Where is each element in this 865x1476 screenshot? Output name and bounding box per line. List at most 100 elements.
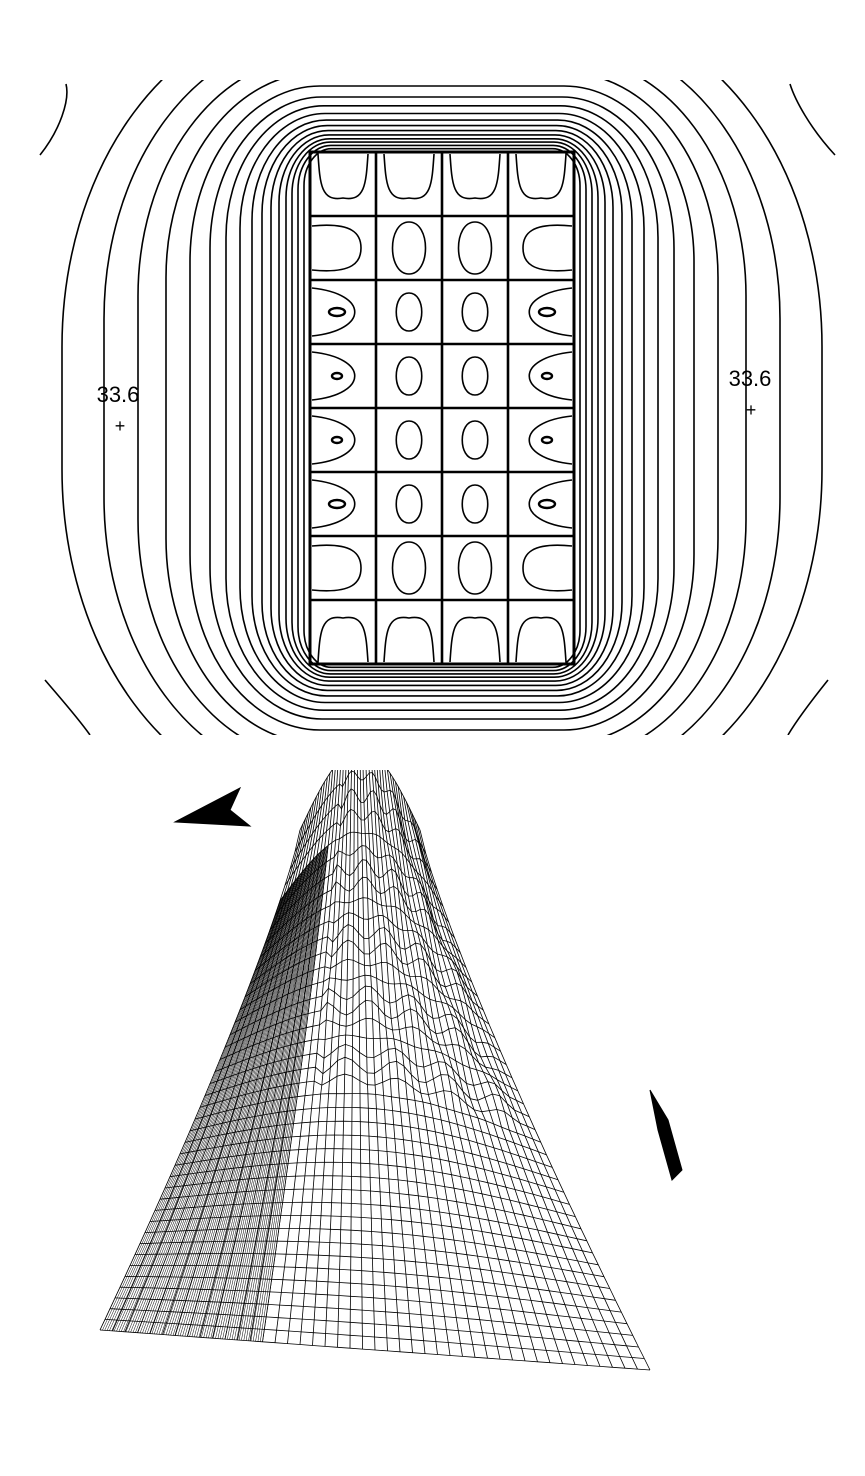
contour-lines <box>39 80 836 735</box>
right-extremum-value: 33.6 <box>729 366 772 391</box>
contour-ring <box>239 112 645 704</box>
flank-hatching <box>142 883 293 1334</box>
right-extremum-marker: + <box>746 400 757 420</box>
flank-hatching <box>170 873 302 1336</box>
flank-hatching <box>109 896 284 1331</box>
cell-contour <box>449 153 501 200</box>
flank-hatching <box>252 847 326 1342</box>
mesh-line-v <box>284 808 438 890</box>
cell-min-contour <box>537 306 557 318</box>
flank-hatching <box>158 877 298 1335</box>
cell-contour <box>515 616 567 663</box>
mesh-line-u <box>356 770 363 1350</box>
contour-ring <box>103 80 781 735</box>
flank-hatching <box>250 848 325 1342</box>
flank-hatching <box>203 861 311 1338</box>
cell-contour <box>515 153 567 200</box>
flank-hatching <box>151 880 296 1334</box>
flank-hatching <box>113 894 285 1332</box>
cell-contour <box>528 415 573 465</box>
flank-hatching <box>128 889 289 1333</box>
contour-ring <box>261 124 623 692</box>
flank-hatching <box>161 876 299 1335</box>
mesh-line-u <box>397 786 551 1363</box>
cell-contour <box>395 484 423 524</box>
cell-min-contour <box>327 306 347 318</box>
cell-contour <box>461 420 489 460</box>
flank-hatching <box>168 874 301 1336</box>
corner-contour <box>44 679 91 735</box>
tile-grid <box>308 150 576 666</box>
surface-edge-tip <box>173 786 252 827</box>
flank-hatching <box>248 848 325 1341</box>
flank-hatching <box>245 849 324 1341</box>
cell-contour <box>317 616 369 663</box>
flank-hatching <box>175 871 303 1336</box>
cell-contour <box>522 544 573 592</box>
mesh-line-v <box>99 1329 651 1371</box>
contour-ring <box>165 80 719 735</box>
flank-hatching <box>186 867 307 1337</box>
flank-hatching <box>224 855 318 1340</box>
cell-contour <box>311 479 356 529</box>
flank-hatching <box>163 875 300 1335</box>
cell-contour <box>391 221 427 275</box>
flank-hatching <box>260 845 328 1342</box>
contour-ring <box>61 80 823 735</box>
flank-hatching <box>184 868 306 1337</box>
mesh-line-v <box>134 1253 610 1289</box>
corner-contour <box>789 83 836 156</box>
cell-contour <box>383 153 435 200</box>
mesh-line-u <box>362 770 388 1351</box>
cell-contour <box>311 224 362 272</box>
contour-ring <box>189 85 695 731</box>
flank-hatching <box>210 859 314 1339</box>
flank-hatching <box>144 883 294 1334</box>
cell-contour <box>528 287 573 337</box>
mesh-line-v <box>104 1319 645 1359</box>
flank-hatching <box>99 900 281 1331</box>
flank-hatching <box>116 894 286 1332</box>
cell-contour <box>395 420 423 460</box>
mesh-line-u <box>359 770 376 1351</box>
cell-contour <box>311 287 356 337</box>
contour-ring <box>303 147 581 669</box>
mesh-line-v <box>294 770 427 854</box>
cell-contour <box>449 616 501 663</box>
flank-hatching <box>194 865 309 1337</box>
contour-ring <box>209 96 675 720</box>
mesh-line-v <box>289 788 432 873</box>
cell-contour <box>311 544 362 592</box>
flank-hatching <box>208 860 313 1338</box>
flank-hatching <box>262 845 329 1342</box>
contour-ring <box>137 80 747 735</box>
surface-edge-shade <box>649 1089 683 1181</box>
contour-plot: 33.6 + 33.6 + <box>39 80 836 735</box>
mesh-line-u <box>337 770 352 1348</box>
flank-hatching <box>234 852 321 1340</box>
contour-ring <box>225 105 659 712</box>
flank-hatching <box>255 846 327 1342</box>
contour-ring <box>270 129 614 687</box>
flank-hatching <box>146 882 295 1334</box>
contour-ring <box>297 144 587 672</box>
cell-min-contour <box>540 371 554 381</box>
cell-contour <box>461 356 489 396</box>
mesh-line-u <box>379 770 463 1357</box>
flank-hatching <box>236 851 321 1340</box>
cell-min-contour <box>537 498 557 510</box>
cell-contour <box>317 153 369 200</box>
flank-hatching <box>243 849 323 1341</box>
flank-hatching <box>102 899 281 1331</box>
flank-hatching <box>229 853 319 1340</box>
flank-hatching <box>104 898 282 1331</box>
flank-hatching <box>257 846 328 1342</box>
cell-contour <box>461 484 489 524</box>
flank-hatching <box>212 858 314 1339</box>
surface-svg <box>99 770 683 1371</box>
cell-contour <box>395 356 423 396</box>
flank-hatching <box>189 866 307 1337</box>
cell-min-contour <box>540 435 554 445</box>
surface-mesh <box>99 770 651 1371</box>
flank-hatching <box>153 879 297 1334</box>
